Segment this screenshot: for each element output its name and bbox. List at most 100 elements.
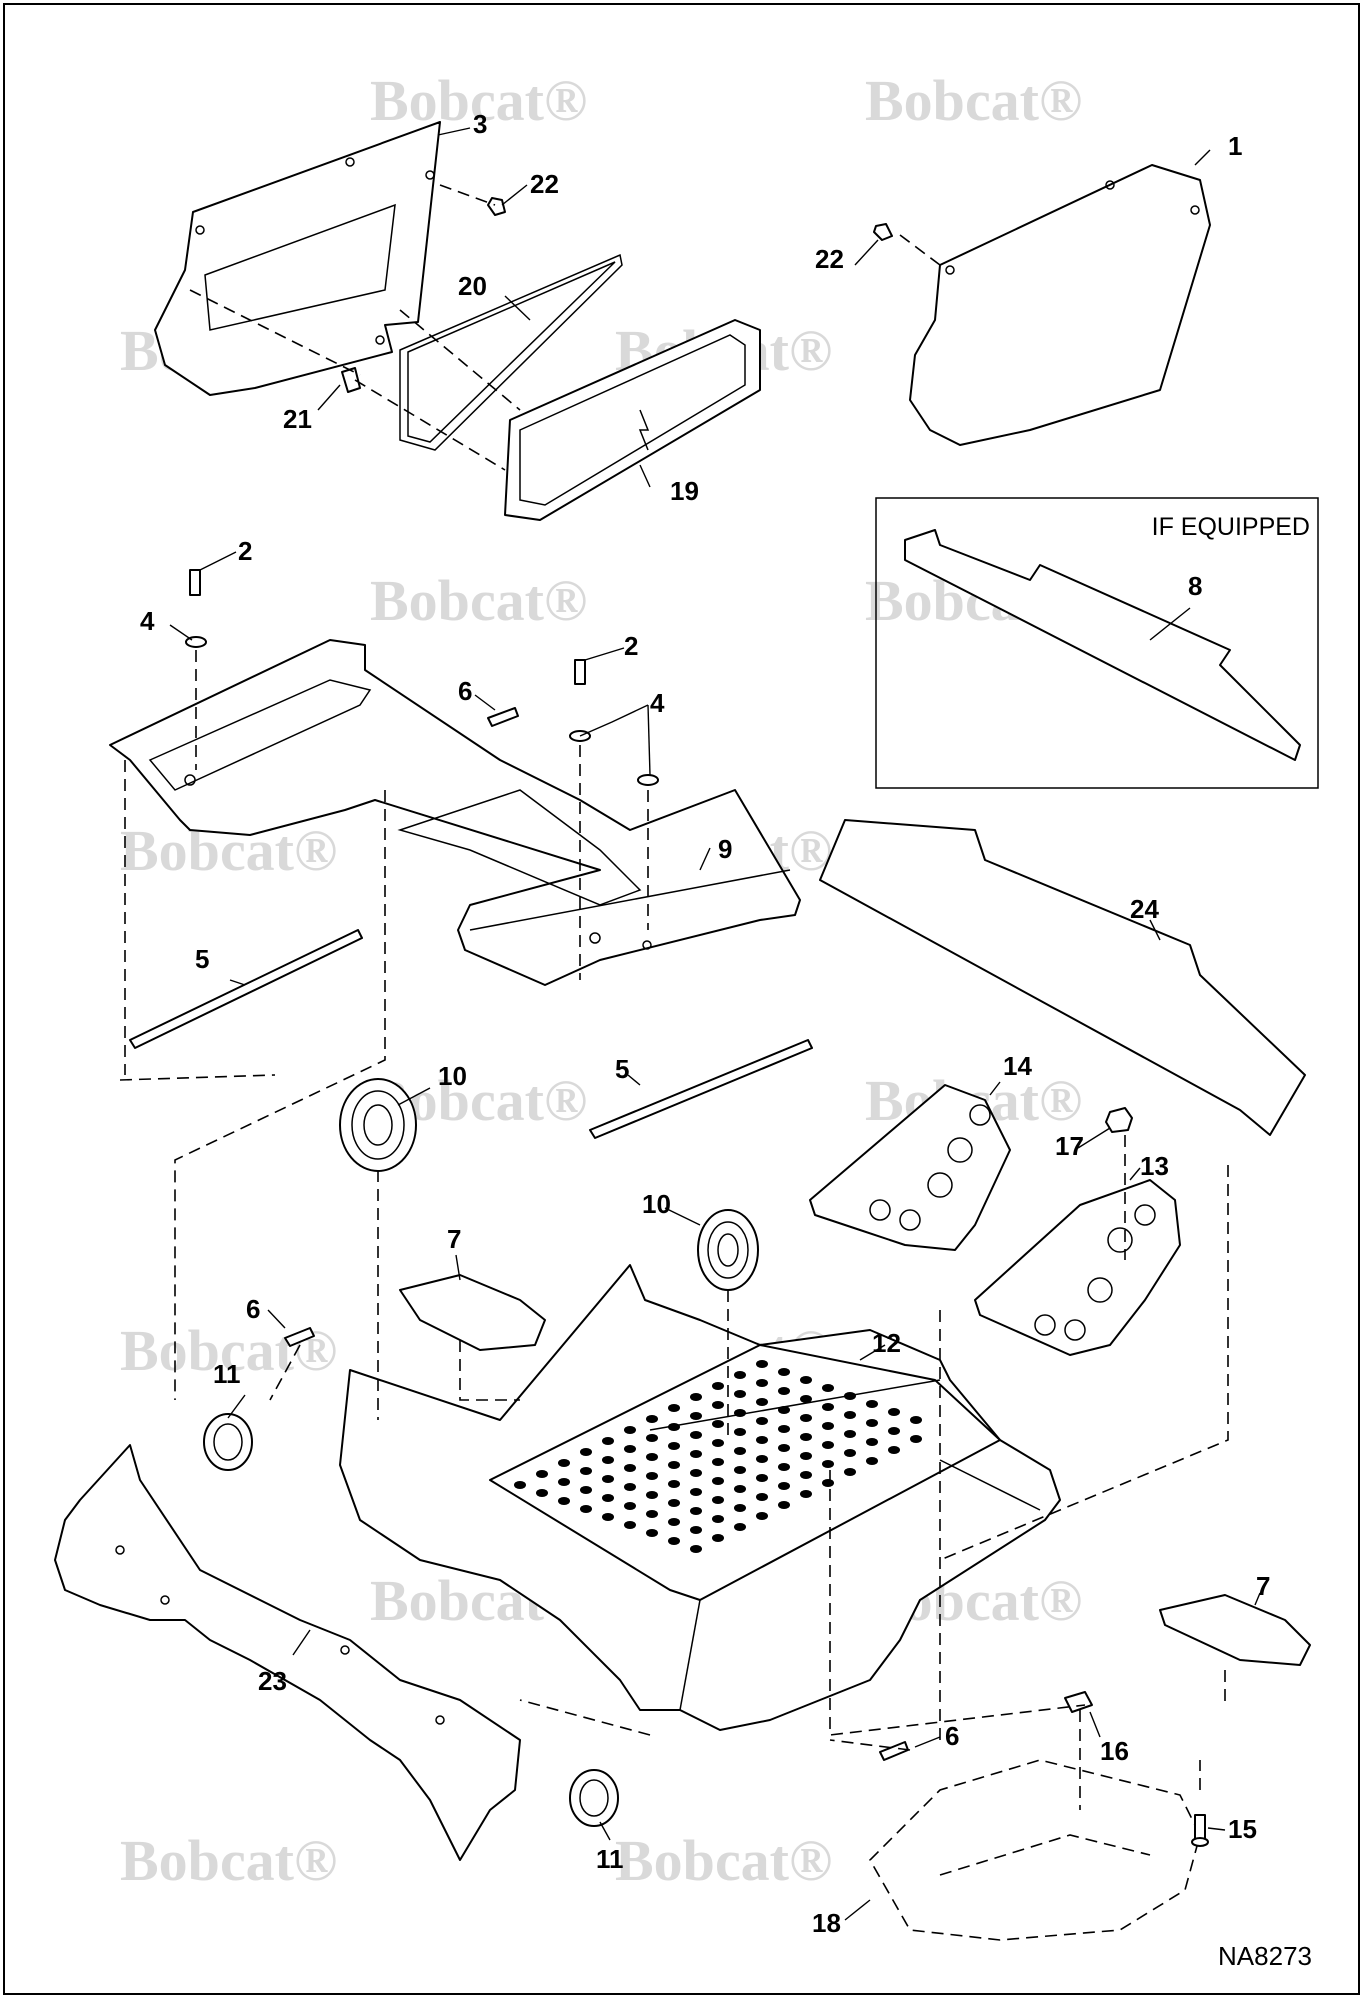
floor-hole — [602, 1475, 614, 1483]
callout-11-upper: 11 — [213, 1359, 241, 1389]
callout-5-left: 5 — [195, 944, 209, 974]
floor-hole — [800, 1414, 812, 1422]
assembly-dash-lines — [119, 184, 1229, 1810]
floor-hole — [844, 1411, 856, 1419]
floor-hole — [822, 1441, 834, 1449]
part-5-strips — [129, 929, 813, 1139]
floor-hole — [888, 1408, 900, 1416]
callout-6-bottom: 6 — [945, 1721, 959, 1751]
watermark-text: Bobcat® — [120, 1318, 337, 1383]
part-21-clip — [341, 367, 361, 393]
floor-hole — [580, 1486, 592, 1494]
floor-hole — [800, 1490, 812, 1498]
floor-hole — [690, 1393, 702, 1401]
floor-hole — [778, 1463, 790, 1471]
part-2-bolt-left — [189, 569, 201, 596]
floor-hole — [734, 1447, 746, 1455]
floor-hole — [756, 1455, 768, 1463]
part-19-battery-cover — [504, 319, 761, 521]
floor-hole — [756, 1398, 768, 1406]
floor-hole — [668, 1442, 680, 1450]
floor-hole — [800, 1395, 812, 1403]
floor-hole — [646, 1434, 658, 1442]
floor-hole — [712, 1496, 724, 1504]
part-6-bolt-bottom — [879, 1741, 909, 1761]
floor-hole — [778, 1368, 790, 1376]
callout-2-right: 2 — [624, 631, 638, 661]
floor-hole — [844, 1449, 856, 1457]
callout-7-left: 7 — [447, 1224, 461, 1254]
floor-hole — [712, 1477, 724, 1485]
callout-18: 18 — [812, 1908, 841, 1938]
floor-hole — [822, 1384, 834, 1392]
floor-hole — [778, 1406, 790, 1414]
part-1-right-cover-panel — [909, 164, 1211, 446]
watermark-text: Bobcat® — [370, 68, 587, 133]
floor-hole — [734, 1504, 746, 1512]
callout-labels: 1 2 2 3 4 4 5 5 6 6 6 7 7 8 9 10 10 11 1… — [140, 109, 1270, 1938]
callout-7-right: 7 — [1256, 1571, 1270, 1601]
watermark-text: Bobcat® — [615, 1828, 832, 1893]
part-12-floor-frame — [339, 1264, 1061, 1731]
floor-hole — [888, 1446, 900, 1454]
floor-hole — [910, 1416, 922, 1424]
floor-hole — [646, 1491, 658, 1499]
callout-13: 13 — [1140, 1151, 1169, 1181]
floor-hole — [602, 1437, 614, 1445]
part-15-screw — [1191, 1814, 1209, 1847]
callout-19: 19 — [670, 476, 699, 506]
figure-code: NA8273 — [1218, 1941, 1312, 1971]
floor-hole — [822, 1479, 834, 1487]
callout-2-left: 2 — [238, 536, 252, 566]
floor-hole — [690, 1526, 702, 1534]
floor-hole — [690, 1488, 702, 1496]
floor-hole — [624, 1426, 636, 1434]
floor-hole — [646, 1472, 658, 1480]
part-3-left-cover-panel — [154, 121, 441, 396]
callout-4-right: 4 — [650, 688, 665, 718]
part-22-bolt-right — [873, 223, 893, 241]
callout-6-mid: 6 — [246, 1294, 260, 1324]
floor-hole — [910, 1435, 922, 1443]
callout-5-right: 5 — [615, 1054, 629, 1084]
floor-hole — [756, 1493, 768, 1501]
part-16-clip — [1064, 1691, 1093, 1713]
floor-hole — [646, 1415, 658, 1423]
floor-hole — [734, 1485, 746, 1493]
floor-hole — [778, 1425, 790, 1433]
floor-hole — [646, 1510, 658, 1518]
floor-hole — [888, 1427, 900, 1435]
part-18-cab-floor — [869, 1759, 1201, 1941]
floor-hole — [690, 1412, 702, 1420]
floor-hole — [778, 1387, 790, 1395]
callout-23: 23 — [258, 1666, 287, 1696]
callout-15: 15 — [1228, 1814, 1257, 1844]
floor-hole — [668, 1537, 680, 1545]
floor-hole — [756, 1417, 768, 1425]
floor-hole — [712, 1382, 724, 1390]
floor-hole — [800, 1471, 812, 1479]
floor-hole — [756, 1474, 768, 1482]
callout-10-lower: 10 — [642, 1189, 671, 1219]
part-22-bolt-left — [487, 197, 506, 216]
floor-hole — [646, 1529, 658, 1537]
callout-leaders — [169, 127, 1261, 1921]
part-8-panel — [904, 529, 1301, 761]
floor-hole — [602, 1456, 614, 1464]
part-10-boots — [339, 1078, 759, 1291]
part-6-bolt-mid — [284, 1327, 315, 1347]
floor-hole — [778, 1482, 790, 1490]
floor-holes — [514, 1360, 922, 1553]
floor-hole — [624, 1521, 636, 1529]
callout-22-right: 22 — [815, 244, 844, 274]
floor-hole — [822, 1422, 834, 1430]
floor-hole — [778, 1501, 790, 1509]
floor-hole — [624, 1483, 636, 1491]
floor-hole — [822, 1460, 834, 1468]
floor-hole — [712, 1458, 724, 1466]
floor-hole — [602, 1494, 614, 1502]
part-20-seal — [399, 253, 623, 451]
floor-hole — [734, 1409, 746, 1417]
